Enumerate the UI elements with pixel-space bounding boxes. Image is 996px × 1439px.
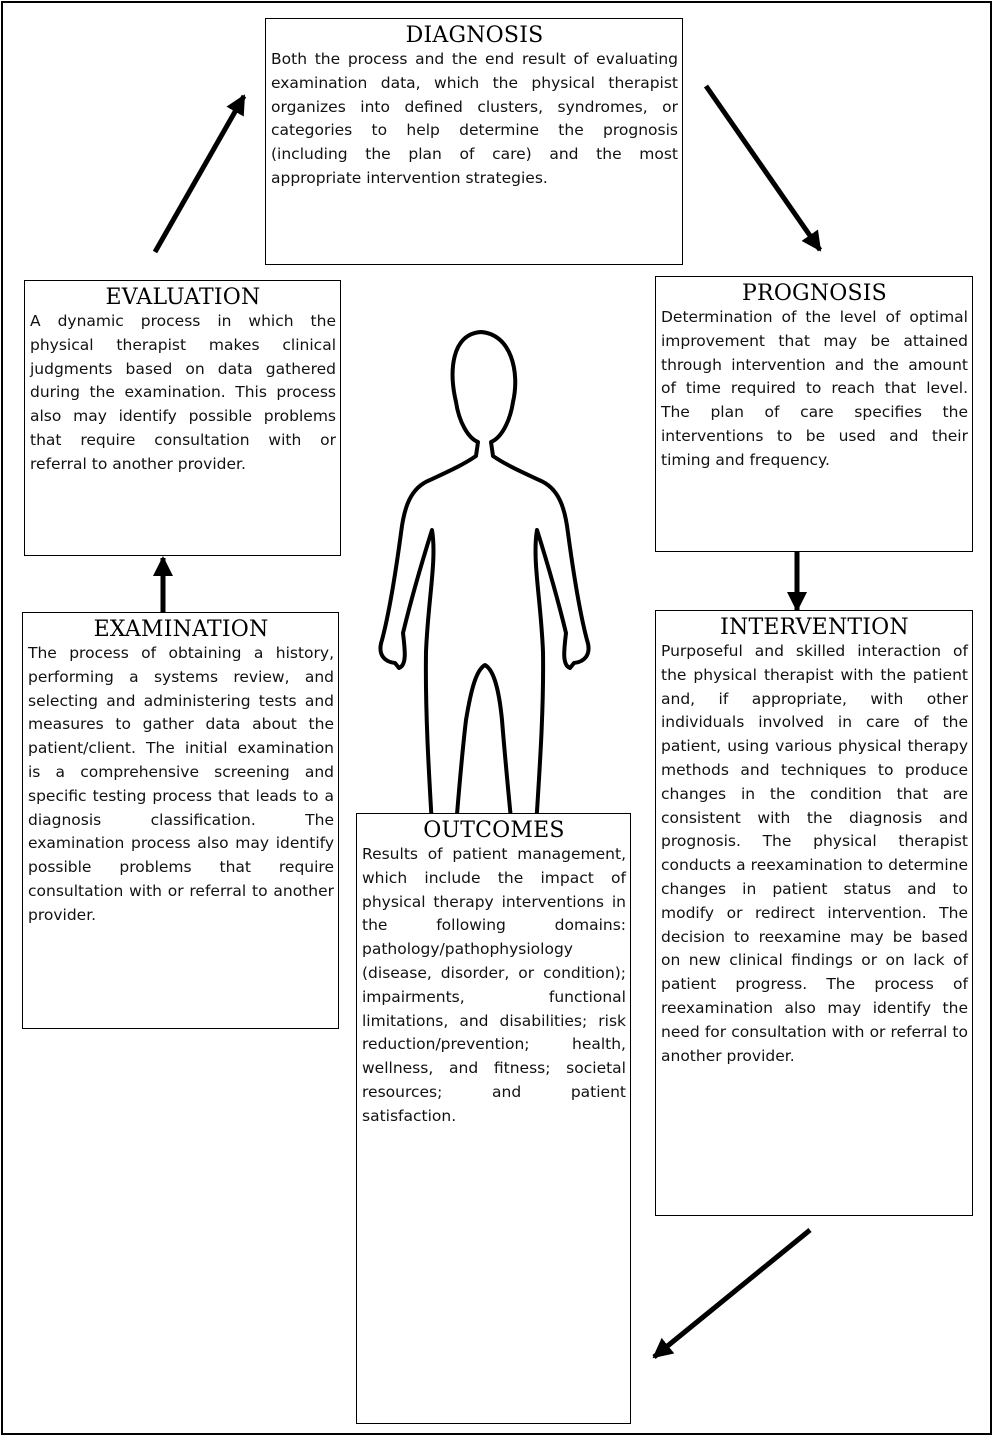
examination-box: EXAMINATION The process of obtaining a h… <box>22 612 339 1029</box>
diagnosis-title: DIAGNOSIS <box>271 23 678 48</box>
evaluation-text: A dynamic process in which the physical … <box>30 310 336 477</box>
outcomes-title: OUTCOMES <box>362 818 626 843</box>
intervention-box: INTERVENTION Purposeful and skilled inte… <box>655 610 973 1216</box>
examination-text: The process of obtaining a history, perf… <box>28 642 334 928</box>
prognosis-box: PROGNOSIS Determination of the level of … <box>655 276 973 552</box>
evaluation-box: EVALUATION A dynamic process in which th… <box>24 280 341 556</box>
intervention-title: INTERVENTION <box>661 615 968 640</box>
diagnosis-box: DIAGNOSIS Both the process and the end r… <box>265 18 683 265</box>
prognosis-title: PROGNOSIS <box>661 281 968 306</box>
outcomes-box: OUTCOMES Results of patient management, … <box>356 813 631 1424</box>
prognosis-text: Determination of the level of optimal im… <box>661 306 968 473</box>
arrow-intervention-to-outcomes <box>654 1230 810 1357</box>
intervention-text: Purposeful and skilled interaction of th… <box>661 640 968 1068</box>
outcomes-text: Results of patient management, which inc… <box>362 843 626 1129</box>
arrow-evaluation-to-diagnosis <box>155 96 244 252</box>
diagnosis-text: Both the process and the end result of e… <box>271 48 678 191</box>
evaluation-title: EVALUATION <box>30 285 336 310</box>
arrow-diagnosis-to-prognosis <box>706 86 820 250</box>
examination-title: EXAMINATION <box>28 617 334 642</box>
